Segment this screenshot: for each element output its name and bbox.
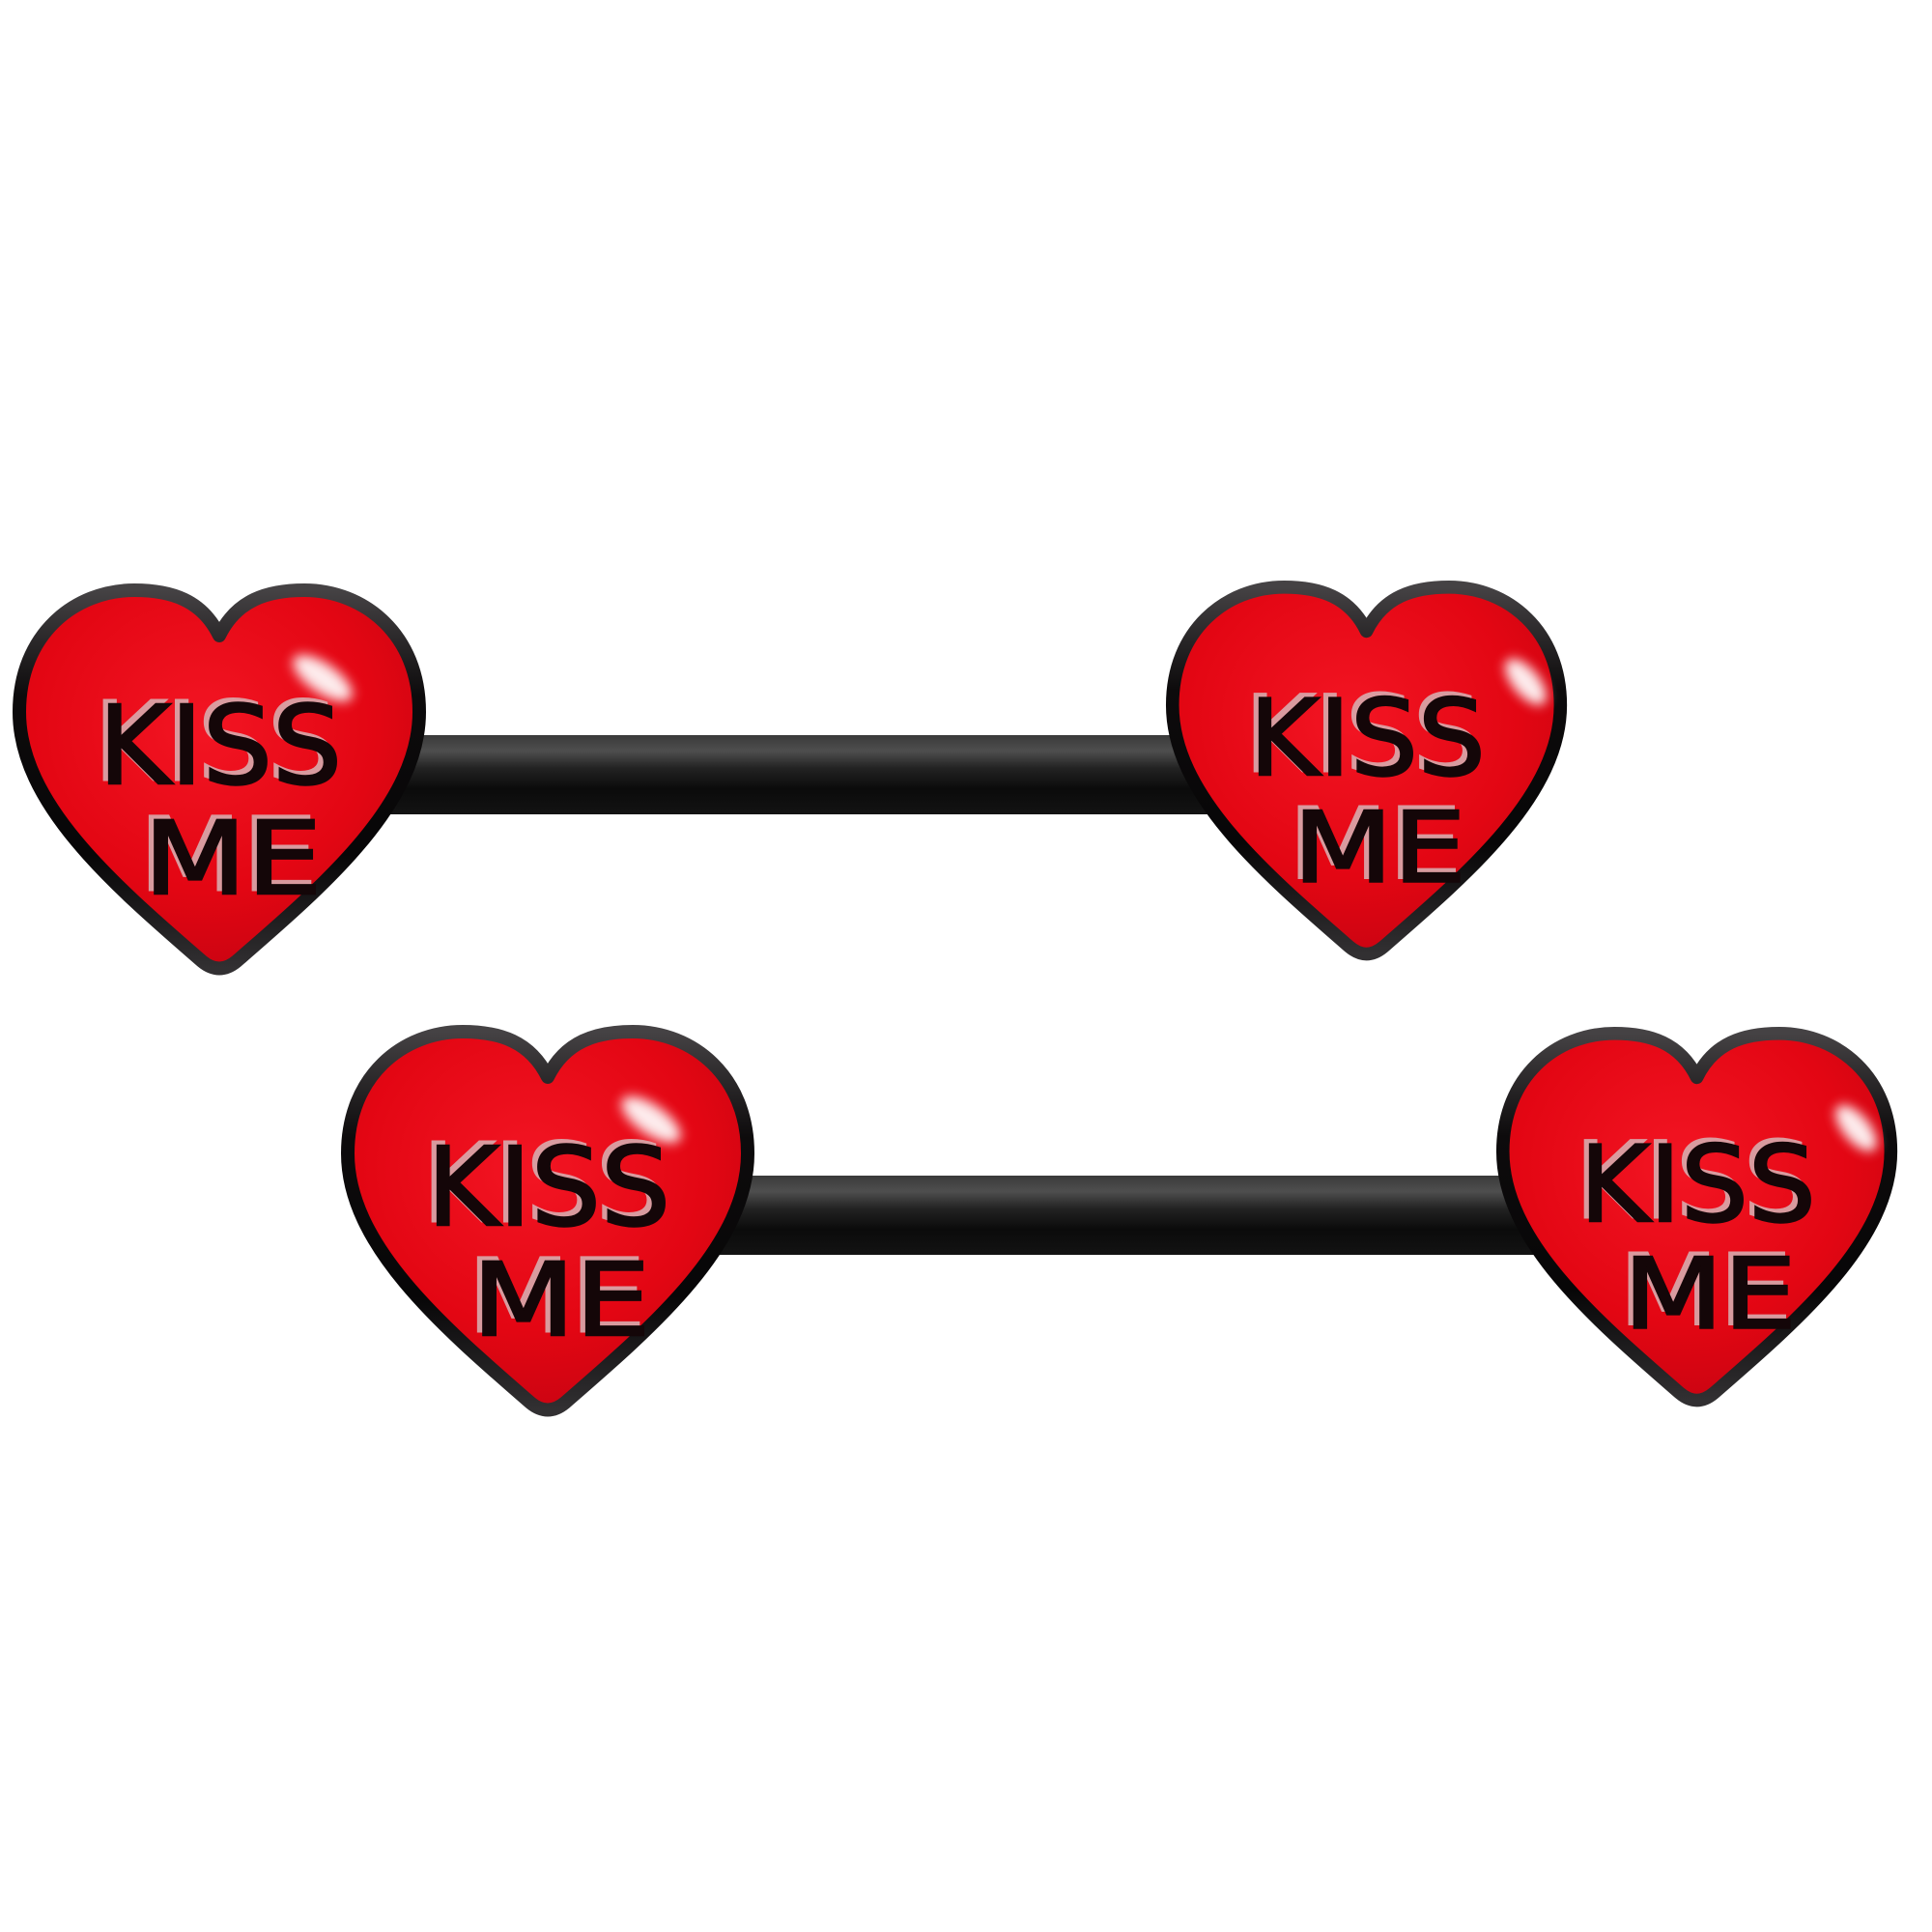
heart-charm: KISS KISS ME ME: [341, 1025, 754, 1417]
heart-charm: KISS KISS ME ME: [1165, 581, 1568, 961]
specular-highlight: [1505, 658, 1547, 705]
heart-text-line1: KISS: [427, 1125, 670, 1251]
heart-text-line2: ME: [144, 800, 323, 918]
heart-label: KISS KISS ME ME: [421, 1121, 672, 1361]
heart-icon: [1165, 581, 1568, 961]
heart-icon: [1495, 1027, 1898, 1407]
heart-charm: KISS KISS ME ME: [13, 583, 426, 976]
heart-text-sheen: ME: [1289, 786, 1462, 900]
heart-text-sheen: KISS: [1575, 1120, 1810, 1242]
heart-text-sheen: ME: [139, 796, 318, 914]
heart-text-line1: KISS: [99, 684, 342, 810]
heart-charm: KISS KISS ME ME: [1495, 1027, 1898, 1407]
specular-highlight: [1835, 1104, 1877, 1151]
heart-text-sheen: KISS: [94, 680, 337, 806]
heart-text-sheen: KISS: [422, 1122, 666, 1247]
barbell-bottom: KISS KISS ME ME KISS KISS ME ME: [341, 1025, 1898, 1417]
barbell-bar: [705, 1176, 1555, 1255]
barbell-top: KISS KISS ME ME KISS KISS ME ME: [13, 581, 1568, 976]
barbell-bar: [367, 735, 1227, 814]
heart-text-line2: ME: [1293, 790, 1465, 904]
heart-label: KISS KISS ME ME: [1243, 671, 1487, 905]
heart-text-sheen: ME: [1619, 1233, 1792, 1347]
heart-text-line2: ME: [472, 1241, 651, 1359]
heart-label: KISS KISS ME ME: [1574, 1118, 1817, 1351]
specular-highlight: [293, 654, 353, 702]
specular-highlight: [621, 1095, 681, 1144]
heart-text-sheen: ME: [468, 1237, 646, 1355]
heart-text-line2: ME: [1623, 1236, 1796, 1350]
heart-text-line1: KISS: [1249, 677, 1485, 800]
heart-text-sheen: KISS: [1244, 673, 1480, 796]
heart-text-line1: KISS: [1579, 1123, 1815, 1246]
heart-label: KISS KISS ME ME: [93, 679, 344, 920]
